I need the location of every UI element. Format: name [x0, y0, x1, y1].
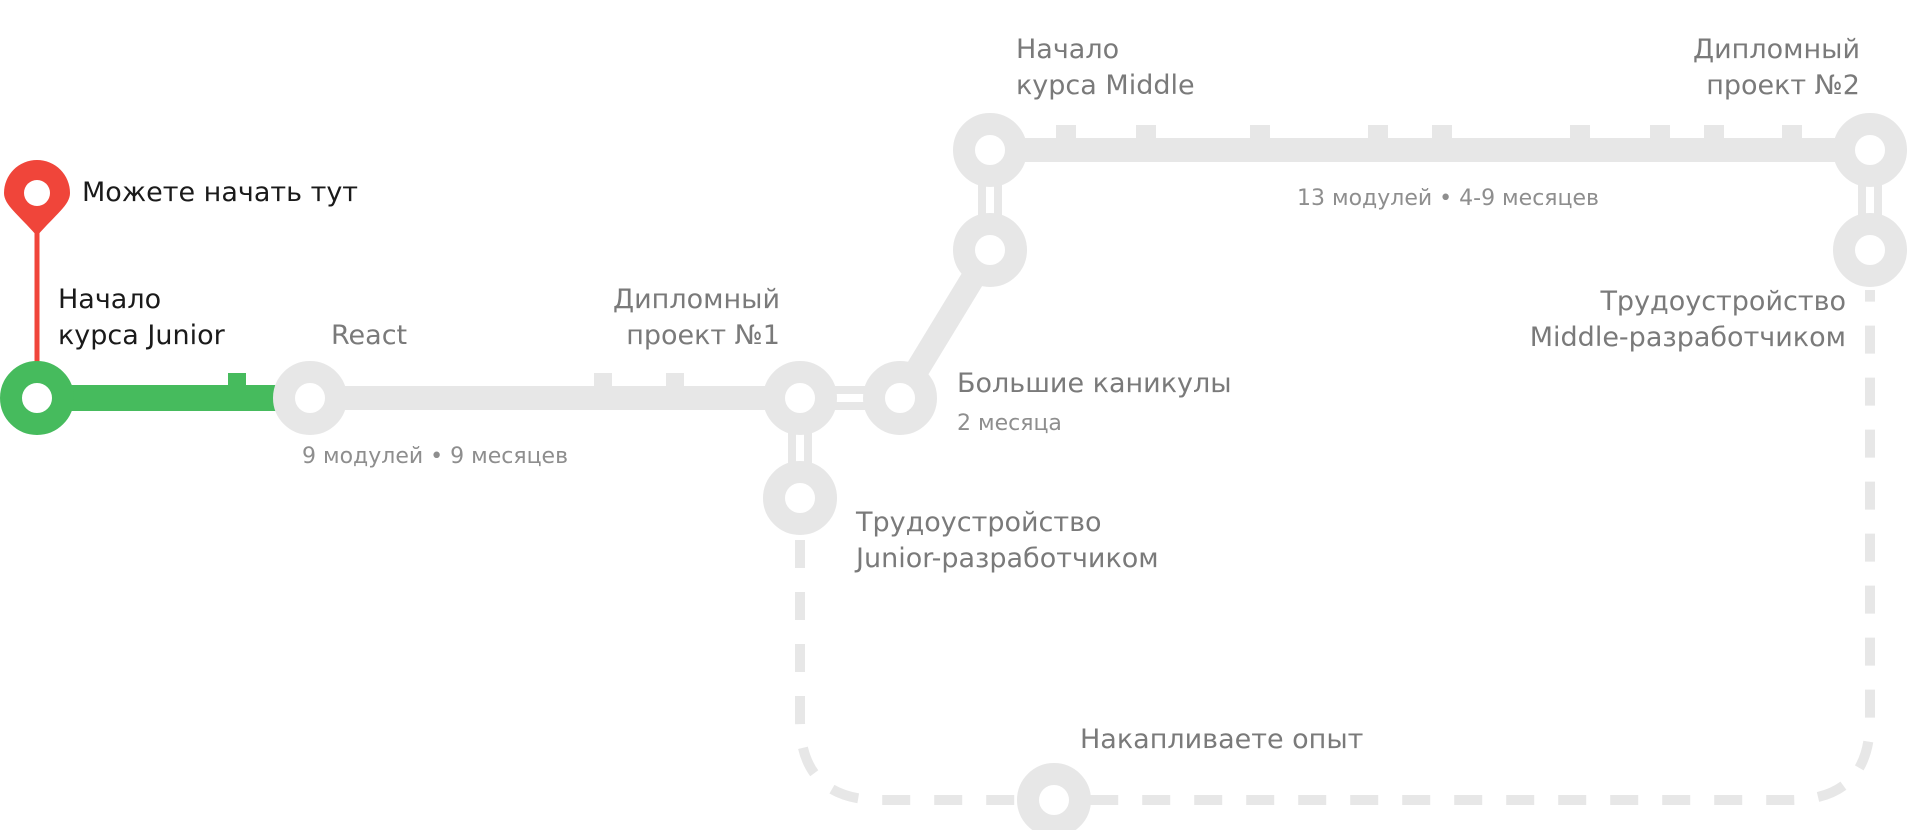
tick [666, 373, 684, 387]
junior-start-line2: курса Junior [58, 320, 225, 351]
location-pin-icon [4, 160, 70, 236]
big-break-duration: 2 месяца [957, 411, 1062, 436]
junior-job-line1: Трудоустройство [856, 507, 1102, 538]
station-middle-transfer[interactable] [953, 213, 1027, 287]
station-experience[interactable] [1017, 763, 1091, 830]
stations [273, 113, 1907, 830]
experience-loop-track [795, 290, 1875, 805]
main-track [310, 138, 1882, 410]
middle-job-line1: Трудоустройство [1600, 286, 1846, 317]
tick [1368, 125, 1388, 139]
middle-segment-info: 13 модулей • 4-9 месяцев [1297, 186, 1599, 211]
station-middle-job[interactable] [1833, 213, 1907, 287]
station-junior-job[interactable] [763, 461, 837, 535]
experience-label: Накапливаете опыт [1080, 724, 1364, 755]
tick [1136, 125, 1156, 139]
middle-start-line1: Начало [1016, 34, 1120, 65]
pin-label: Можете начать тут [82, 177, 359, 208]
diploma-2-label: Дипломный проект №2 [1590, 32, 1860, 104]
middle-job-label: Трудоустройство Middle-разработчиком [1440, 284, 1846, 356]
react-segment-info: 9 модулей • 9 месяцев [302, 444, 569, 469]
diploma-1-line1: Дипломный [613, 284, 780, 315]
active-tick [228, 373, 246, 387]
station-diploma-1[interactable] [763, 361, 837, 435]
diploma-2-line2: проект №2 [1706, 70, 1860, 101]
tick [1782, 125, 1802, 139]
big-break-label: Большие каникулы [957, 368, 1232, 399]
junior-start-line1: Начало [58, 284, 162, 315]
tick [594, 373, 612, 387]
tick [1250, 125, 1270, 139]
react-label: React [331, 320, 408, 351]
station-react[interactable] [273, 361, 347, 435]
junior-start-label: Начало курса Junior [58, 282, 225, 354]
middle-start-label: Начало курса Middle [1016, 32, 1195, 104]
station-diploma-2[interactable] [1833, 113, 1907, 187]
middle-job-line2: Middle-разработчиком [1529, 322, 1846, 353]
tick [1570, 125, 1590, 139]
tick [1056, 125, 1076, 139]
station-junior-start[interactable] [0, 361, 74, 435]
station-big-break[interactable] [863, 361, 937, 435]
junior-job-line2: Junior-разработчиком [856, 543, 1159, 574]
middle-start-line2: курса Middle [1016, 70, 1195, 101]
tick [1432, 125, 1452, 139]
module-ticks [594, 125, 1802, 387]
diploma-1-line2: проект №1 [626, 320, 780, 351]
station-middle-start[interactable] [953, 113, 1027, 187]
tick [1650, 125, 1670, 139]
diploma-2-line1: Дипломный [1693, 34, 1860, 65]
tick [1704, 125, 1724, 139]
diploma-1-label: Дипломный проект №1 [580, 282, 780, 354]
junior-job-label: Трудоустройство Junior-разработчиком [856, 505, 1159, 577]
